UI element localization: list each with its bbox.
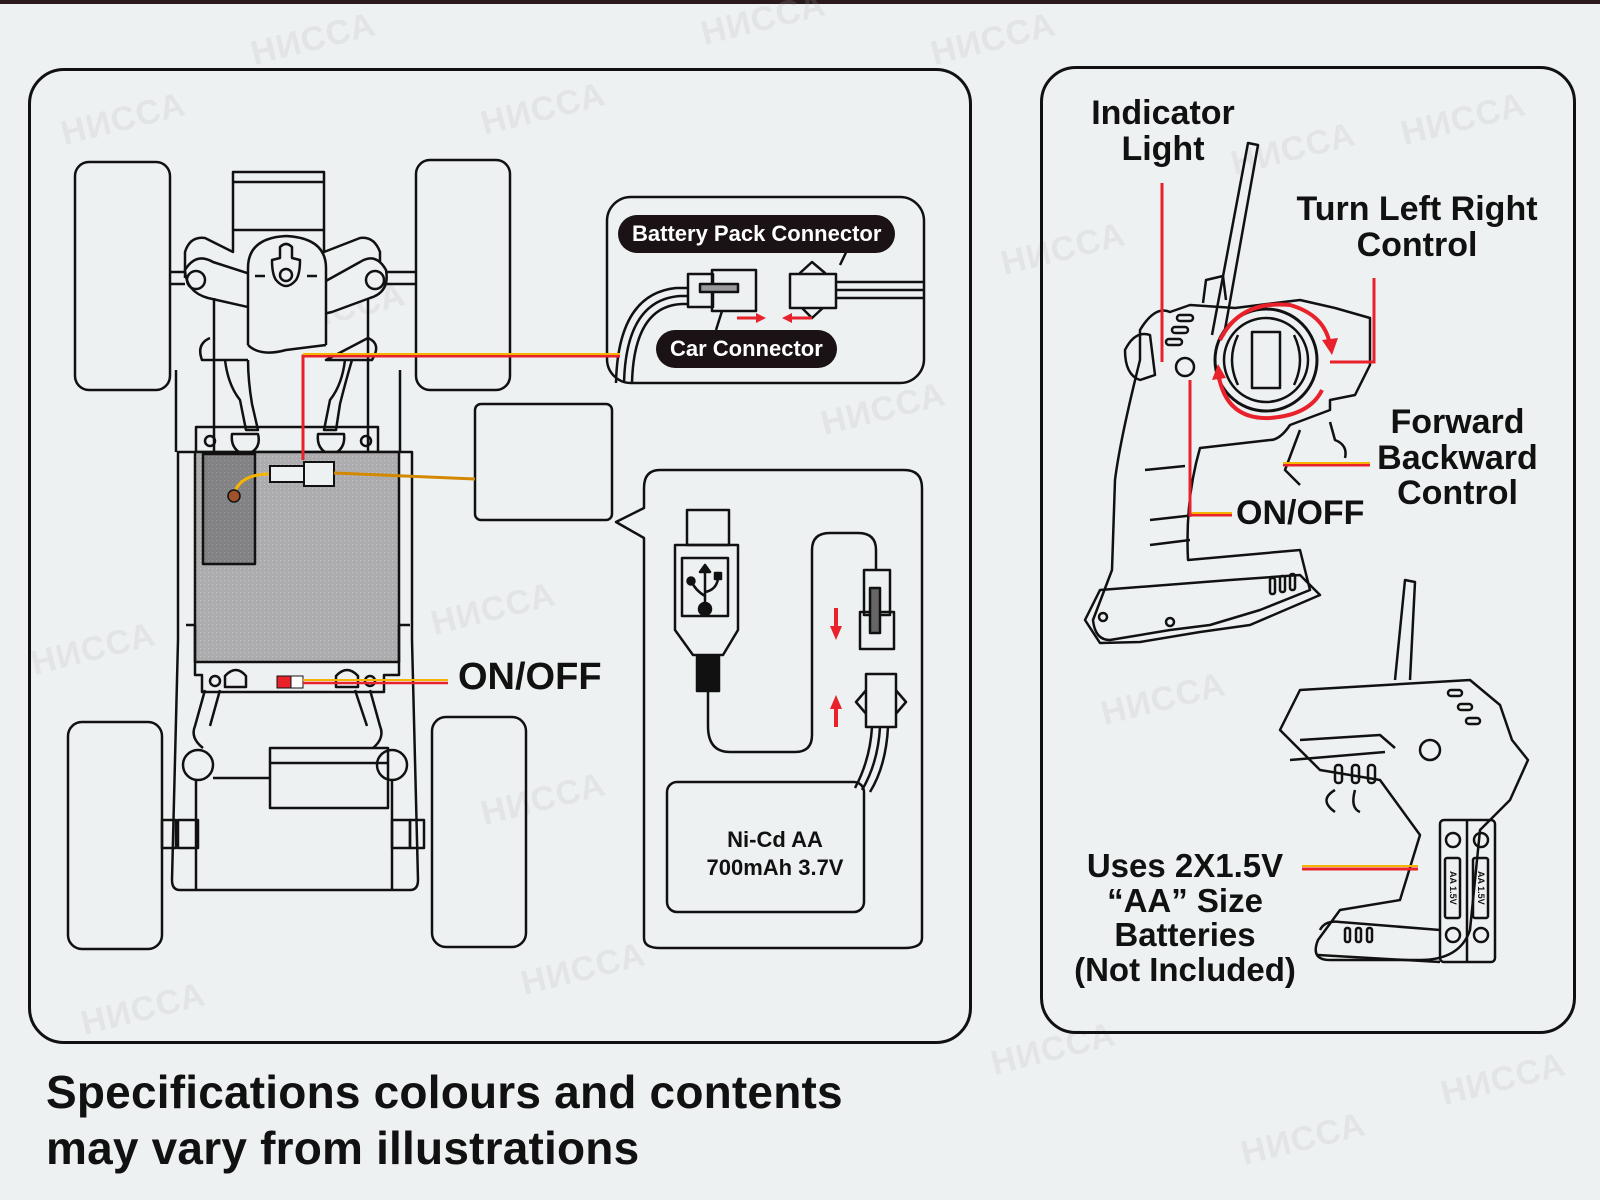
turn-control-label: Turn Left Right Control <box>1282 190 1552 264</box>
usb-plug-tip <box>685 508 731 547</box>
rear-left-wheel <box>66 720 164 951</box>
battery-requirement-label: Uses 2X1.5V “AA” Size Batteries (Not Inc… <box>1060 847 1310 988</box>
battery-pack-connector-label: Battery Pack Connector <box>618 215 896 253</box>
top-border <box>0 0 1600 4</box>
disclaimer: Specifications colours and contents may … <box>46 1064 843 1176</box>
batteries-line4: (Not Included) <box>1074 950 1296 988</box>
battery-spec-line1: Ni-Cd AA <box>727 827 823 852</box>
disclaimer-line1: Specifications colours and contents <box>46 1066 843 1118</box>
front-left-wheel <box>73 160 172 392</box>
turn-control-line2: Control <box>1356 225 1478 264</box>
batteries-line3: Batteries <box>1114 916 1256 954</box>
forward-line1: Forward <box>1390 403 1525 441</box>
connector-inset <box>605 195 926 385</box>
charger-inset <box>614 468 924 950</box>
batteries-line1: Uses 2X1.5V <box>1086 847 1284 884</box>
car-chassis-drawing <box>66 158 528 951</box>
batteries-line2: “AA” Size <box>1107 881 1263 919</box>
forward-line2: Backward <box>1377 438 1538 477</box>
forward-backward-control-label: Forward Backward Control <box>1370 403 1545 513</box>
remote-battery-view-drawing <box>1278 578 1530 964</box>
remote-control-panel <box>1040 66 1576 1034</box>
receiver-box <box>473 402 614 522</box>
battery-pack <box>665 780 866 914</box>
car-on-off-label: ON/OFF <box>458 656 602 698</box>
disclaimer-line2: may vary from illustrations <box>46 1122 640 1174</box>
car-connector-label: Car Connector <box>656 330 837 368</box>
callout-lines <box>227 183 1418 871</box>
car-wiring-panel <box>28 68 972 1044</box>
battery-spec-line2: 700mAh 3.7V <box>706 855 844 880</box>
battery-cell-label: AA 1.5V <box>1448 871 1458 905</box>
turn-control-line1: Turn Left Right <box>1296 190 1538 228</box>
forward-line3: Control <box>1397 474 1518 513</box>
usb-icon <box>686 563 723 617</box>
front-right-wheel <box>414 158 512 392</box>
indicator-light-label: Indicator Light <box>1078 94 1248 168</box>
indicator-light-line1: Indicator <box>1091 94 1235 132</box>
indicator-light-line2: Light <box>1121 129 1205 168</box>
battery-spec-label: Ni-Cd AA 700mAh 3.7V <box>680 826 870 882</box>
battery-cell-label: AA 1.5V <box>1476 871 1486 905</box>
rear-right-wheel <box>430 715 528 949</box>
remote-on-off-label: ON/OFF <box>1236 494 1365 532</box>
